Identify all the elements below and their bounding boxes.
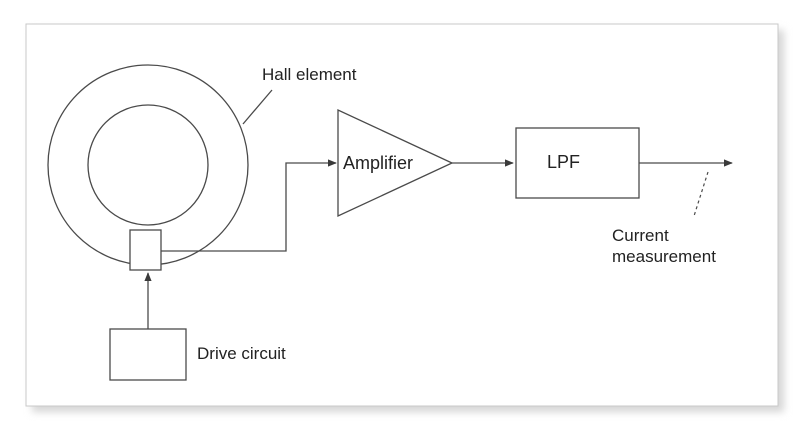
amplifier-triangle [337, 108, 454, 218]
output-leader [693, 171, 709, 217]
panel-frame [25, 23, 779, 407]
hall-element-label: Hall element [262, 65, 357, 84]
hall-element-block [129, 229, 162, 271]
measurement-label: measurement [612, 247, 716, 266]
current-label: Current [612, 226, 669, 245]
lpf-label: LPF [547, 152, 580, 172]
drive-circuit-label: Drive circuit [197, 344, 286, 363]
hall-to-amplifier-wire [161, 159, 337, 252]
core-inner-ring [87, 104, 209, 226]
hall-element-leader [242, 89, 273, 125]
amplifier-label: Amplifier [343, 153, 413, 173]
